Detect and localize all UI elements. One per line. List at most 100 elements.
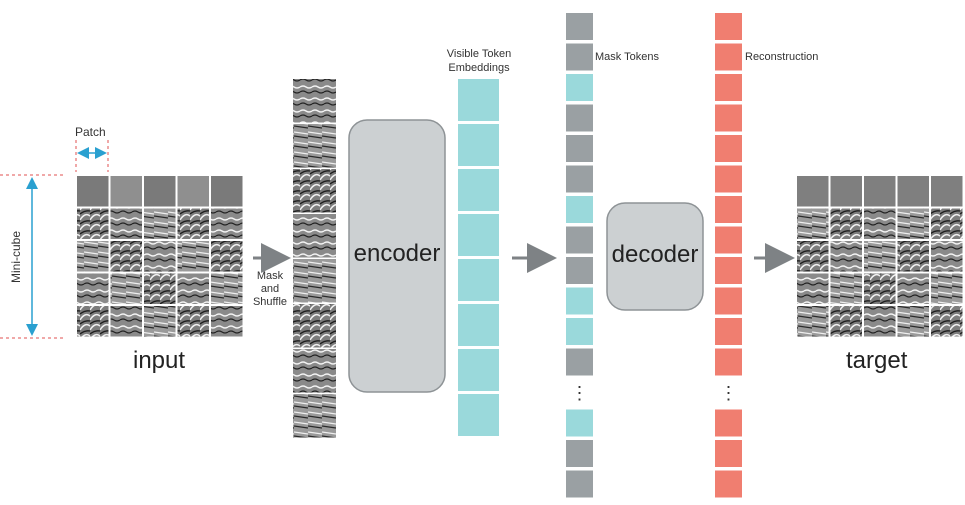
decoder-box	[606, 202, 704, 311]
target-patch	[864, 273, 896, 304]
recon-token-salmon	[715, 43, 742, 71]
encoder-box	[348, 119, 446, 393]
shuffle-label: Shuffle	[252, 296, 288, 308]
input-patch-grid	[77, 176, 243, 337]
target-patch	[830, 273, 862, 304]
recon-token-ellipsis: ⋮	[720, 383, 738, 403]
shuffled-patch	[293, 394, 336, 438]
patch-label: Patch	[75, 125, 106, 139]
mask-tokens-label: Mask Tokens	[595, 51, 659, 63]
target-patch	[931, 208, 963, 239]
target-patch	[830, 208, 862, 239]
target-patch	[897, 273, 929, 304]
mask-token-gray	[566, 226, 593, 254]
mask-token-gray	[566, 470, 593, 498]
input-patch	[144, 208, 176, 239]
input-patch	[110, 241, 142, 272]
mask-token-gray	[566, 104, 593, 132]
mask-token-gray	[566, 165, 593, 193]
recon-token-salmon	[715, 74, 742, 101]
input-patch	[110, 208, 142, 239]
shuffled-patch	[293, 124, 336, 168]
visible-token	[458, 124, 499, 166]
mask-token-gray	[566, 135, 593, 162]
patch-guides	[75, 140, 109, 172]
target-patch	[864, 176, 896, 207]
and-label: and	[260, 283, 280, 295]
target-patch	[797, 241, 829, 272]
mask-token-teal	[566, 196, 593, 223]
encoder-label: encoder	[353, 240, 441, 267]
mask-token-teal	[566, 74, 593, 101]
input-patch	[177, 306, 209, 337]
input-patch	[144, 273, 176, 304]
recon-token-salmon	[715, 226, 742, 254]
mask-token-gray	[566, 13, 593, 40]
reconstruction-label: Reconstruction	[745, 51, 819, 63]
recon-token-salmon	[715, 13, 742, 40]
target-patch	[864, 241, 896, 272]
mask-label: Mask	[256, 270, 284, 282]
mask-token-teal	[566, 409, 593, 437]
input-patch	[77, 273, 109, 304]
mini-cube-guides	[0, 174, 64, 339]
input-patch	[77, 176, 109, 207]
recon-token-salmon	[715, 287, 742, 315]
mask-token-ellipsis: ⋮	[571, 383, 589, 403]
recon-token-salmon	[715, 470, 742, 498]
shuffled-patch	[293, 304, 336, 348]
mask-token-gray	[566, 348, 593, 376]
target-patch	[931, 176, 963, 207]
input-patch	[110, 306, 142, 337]
visible-token	[458, 169, 499, 211]
target-label: target	[846, 347, 908, 374]
input-patch	[144, 241, 176, 272]
mask-token-column: ⋮	[566, 13, 593, 498]
mask-token-gray	[566, 257, 593, 284]
mask-token-teal	[566, 287, 593, 315]
recon-token-salmon	[715, 135, 742, 162]
target-patch	[897, 241, 929, 272]
target-patch	[797, 176, 829, 207]
reconstruction-token-column: ⋮	[715, 13, 742, 498]
mask-shuffle-label: Mask and Shuffle	[250, 270, 290, 309]
input-patch	[144, 306, 176, 337]
recon-token-salmon	[715, 257, 742, 284]
target-patch	[830, 176, 862, 207]
shuffled-patch	[293, 79, 336, 123]
target-patch	[931, 241, 963, 272]
input-patch	[211, 176, 243, 207]
recon-token-salmon	[715, 318, 742, 345]
target-patch	[864, 208, 896, 239]
visible-token	[458, 304, 499, 346]
visible-token-label: Visible Token Embeddings	[434, 47, 524, 75]
input-patch	[77, 306, 109, 337]
target-patch	[797, 306, 829, 337]
input-patch	[211, 208, 243, 239]
input-patch	[110, 176, 142, 207]
recon-token-salmon	[715, 409, 742, 437]
mask-token-gray	[566, 440, 593, 467]
visible-token	[458, 394, 499, 436]
target-patch	[931, 273, 963, 304]
recon-token-salmon	[715, 165, 742, 193]
input-patch	[177, 273, 209, 304]
mask-token-gray	[566, 43, 593, 71]
input-patch	[177, 208, 209, 239]
target-patch	[864, 306, 896, 337]
shuffled-patch	[293, 169, 336, 213]
input-patch	[211, 306, 243, 337]
recon-token-salmon	[715, 196, 742, 223]
input-patch	[144, 176, 176, 207]
recon-token-salmon	[715, 348, 742, 376]
shuffled-patch-column	[293, 79, 336, 438]
input-patch	[177, 176, 209, 207]
shuffled-patch	[293, 259, 336, 303]
decoder-label: decoder	[611, 241, 699, 268]
visible-token	[458, 214, 499, 256]
target-patch	[797, 273, 829, 304]
target-patch	[897, 208, 929, 239]
input-patch	[177, 241, 209, 272]
recon-token-salmon	[715, 440, 742, 467]
